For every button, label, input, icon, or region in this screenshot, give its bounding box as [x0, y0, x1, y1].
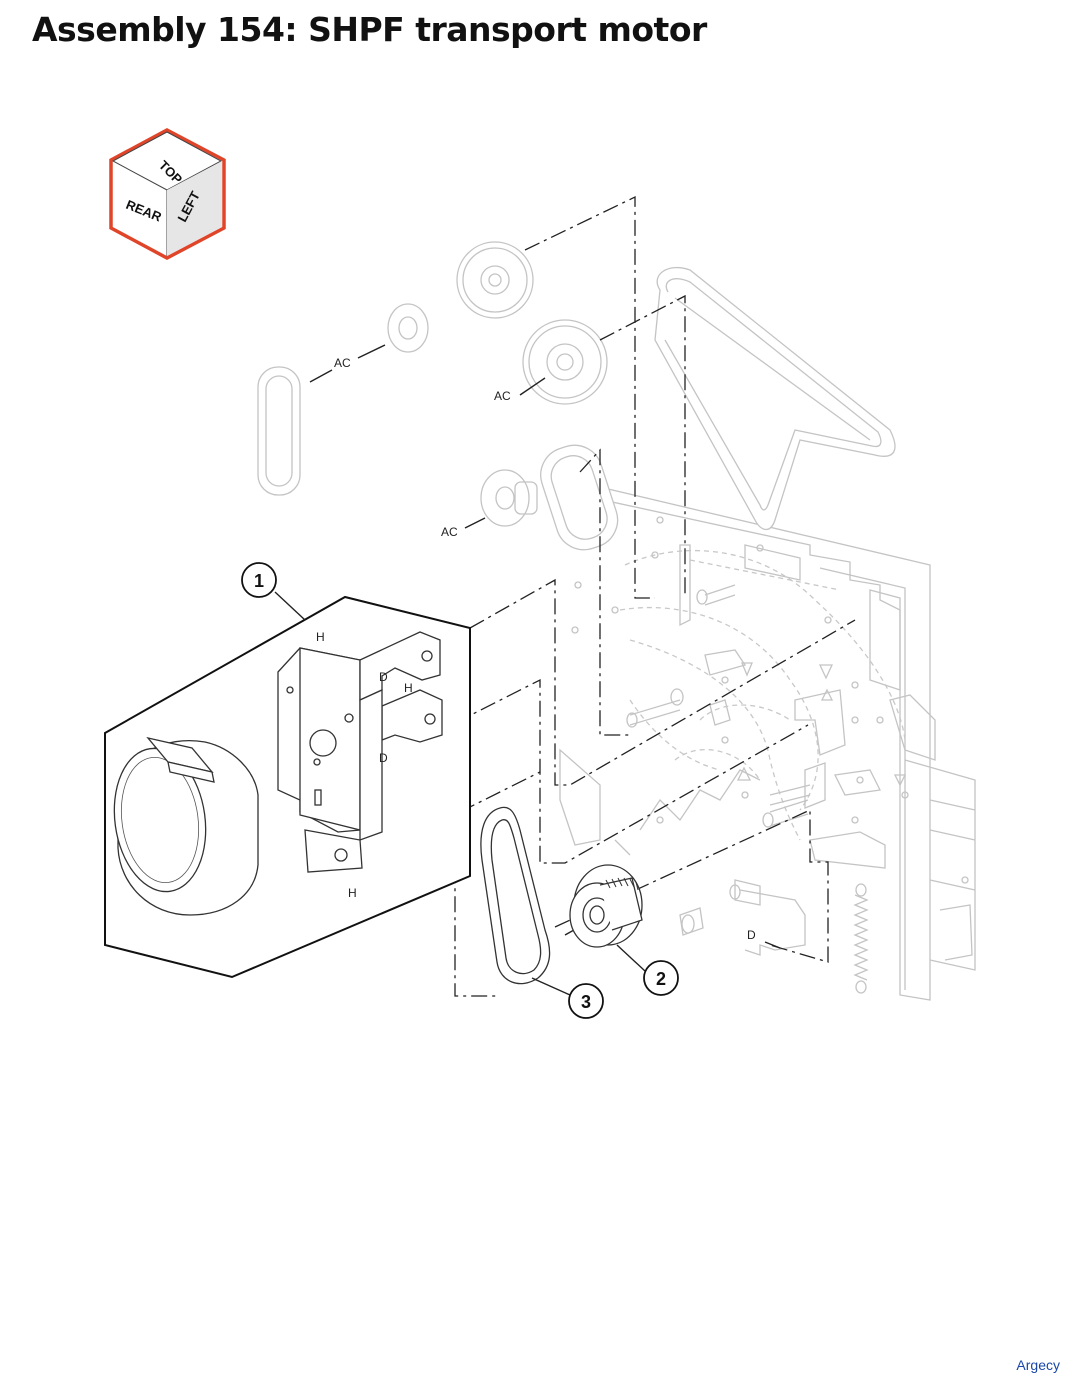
callout-number: 1	[254, 571, 264, 591]
callout-number: 2	[656, 969, 666, 989]
motor-assembly-box	[104, 595, 471, 979]
screw-label-ac: AC	[334, 356, 351, 370]
screw-label-h: H	[348, 886, 357, 900]
screw-label-d: D	[747, 928, 756, 942]
screw-label-ac: AC	[494, 389, 511, 403]
screw-label-h: H	[316, 630, 325, 644]
belt-part	[480, 806, 551, 985]
upper-drive-train	[257, 241, 896, 551]
gear-part	[569, 864, 643, 948]
frame-plate	[559, 478, 976, 1001]
callout-3: 3	[531, 977, 604, 1019]
screw-label-d: D	[379, 751, 388, 765]
screw-label-h: H	[404, 681, 413, 695]
source-watermark: Argecy	[1016, 1357, 1060, 1373]
callout-number: 3	[581, 992, 591, 1012]
callout-1: 1	[241, 562, 306, 621]
screw-label-d: D	[379, 670, 388, 684]
screw-label-ac: AC	[441, 525, 458, 539]
callout-2: 2	[616, 944, 679, 996]
orientation-cube: TOP REAR LEFT	[109, 128, 226, 260]
page-title: Assembly 154: SHPF transport motor	[32, 10, 707, 49]
